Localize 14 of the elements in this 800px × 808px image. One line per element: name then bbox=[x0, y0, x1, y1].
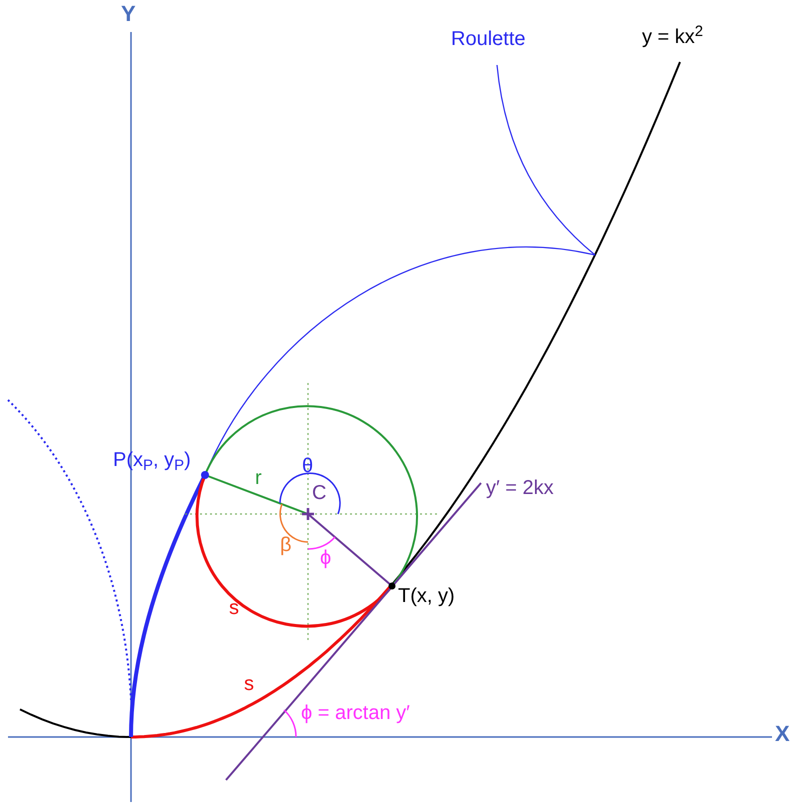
angle-label: θ bbox=[302, 456, 314, 476]
equation-label: y′ = 2kx bbox=[486, 478, 554, 498]
radius-label: r bbox=[255, 468, 262, 488]
axis-label: X bbox=[775, 723, 790, 745]
axis-label: Y bbox=[121, 3, 136, 25]
arc-length-label: s bbox=[229, 598, 239, 618]
curve-label: Roulette bbox=[451, 29, 526, 49]
center-label: C bbox=[312, 483, 326, 503]
angle-label: β bbox=[280, 535, 292, 555]
angle-label: ϕ bbox=[320, 548, 332, 568]
curve-label: y = kx$^{2}$ bbox=[642, 27, 704, 47]
point-label: T(x, y) bbox=[398, 586, 455, 606]
equation-label: ϕ = arctan y′ bbox=[301, 703, 410, 723]
arc-length-label: s bbox=[244, 674, 254, 694]
